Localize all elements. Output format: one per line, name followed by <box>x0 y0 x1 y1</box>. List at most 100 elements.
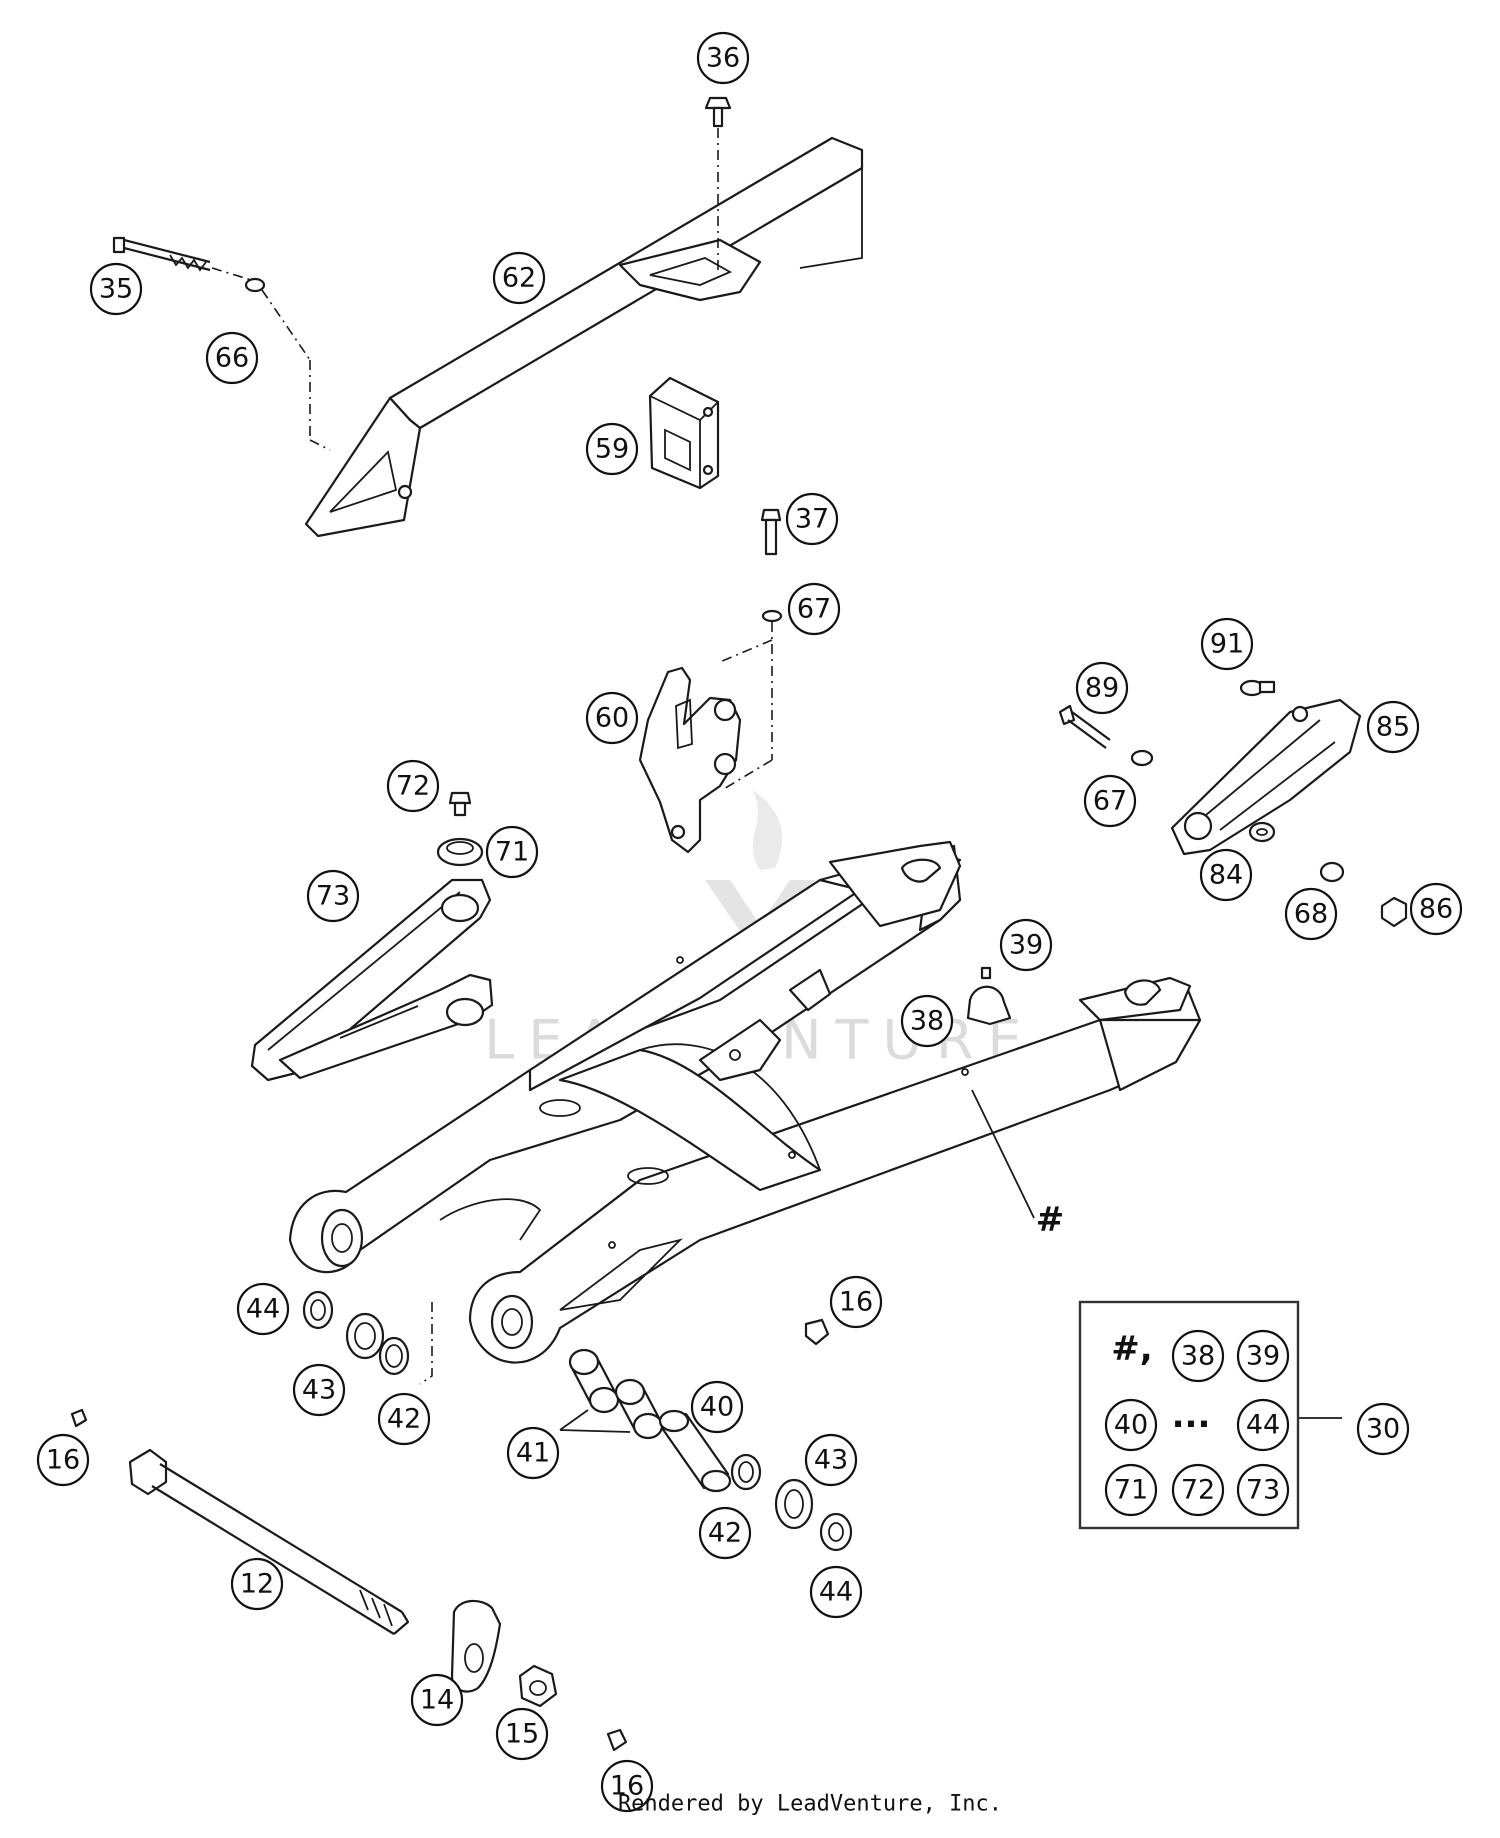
callout-circle <box>804 1433 858 1487</box>
callout-circle <box>230 1557 284 1611</box>
callout-label: 72 <box>1181 1475 1215 1506</box>
callout-c-14: 14 <box>410 1673 464 1727</box>
callout-c-16a: 16 <box>829 1275 883 1329</box>
callout-c-67b: 67 <box>1083 774 1137 828</box>
callout-c-59: 59 <box>585 422 639 476</box>
callout-c-38: 38 <box>900 994 954 1048</box>
kit-ellipsis: ... <box>1172 1396 1211 1436</box>
callout-label: 39 <box>1009 930 1043 961</box>
callout-label: 89 <box>1085 673 1119 704</box>
callout-label: 67 <box>1093 786 1127 817</box>
bolt-72 <box>448 791 472 817</box>
callout-c-42b: 42 <box>698 1506 752 1560</box>
callout-circle <box>698 1506 752 1560</box>
bolt-89 <box>1058 704 1111 749</box>
callout-circle <box>410 1673 464 1727</box>
pivot-bolt-12 <box>128 1448 410 1635</box>
callout-c-85: 85 <box>1366 700 1420 754</box>
needle-bearing-41-lower <box>614 1378 664 1440</box>
callout-circle <box>585 422 639 476</box>
needle-bearing-41-upper <box>568 1348 620 1414</box>
callout-label: 60 <box>595 703 629 734</box>
callout-circle <box>900 994 954 1048</box>
callout-label: 66 <box>215 343 249 374</box>
cap-16a <box>804 1318 830 1346</box>
callout-circle <box>506 1426 560 1480</box>
callout-circle <box>1409 882 1463 936</box>
callout-c-36: 36 <box>696 31 750 85</box>
callout-label: 91 <box>1210 629 1244 660</box>
callout-circle <box>386 759 440 813</box>
callout-label: 42 <box>708 1518 742 1549</box>
callout-k-39: 39 <box>1236 1329 1290 1383</box>
callout-label: 16 <box>46 1445 80 1476</box>
alignment-line-left <box>419 1302 433 1385</box>
callout-label: 38 <box>1181 1341 1215 1372</box>
callout-circle <box>1236 1329 1290 1383</box>
callout-c-44b: 44 <box>809 1565 863 1619</box>
callout-label: 42 <box>387 1404 421 1435</box>
callout-label: 84 <box>1209 860 1243 891</box>
chain-adjuster-14 <box>450 1599 502 1693</box>
callout-c-43a: 43 <box>292 1363 346 1417</box>
bearing-43b <box>774 1478 814 1530</box>
swingarm-marker: # <box>1036 1200 1065 1240</box>
callout-label: 41 <box>516 1438 550 1469</box>
callout-c-68: 68 <box>1284 887 1338 941</box>
callout-label: 37 <box>795 504 829 535</box>
cap-71 <box>436 837 484 867</box>
callout-label: 44 <box>819 1577 853 1608</box>
washer-67b <box>1130 749 1154 767</box>
callout-c-15: 15 <box>495 1707 549 1761</box>
bolt-36 <box>704 96 732 270</box>
callout-circle <box>292 1363 346 1417</box>
swing-arm <box>288 840 1202 1364</box>
bearing-seal-44a <box>302 1290 334 1330</box>
callout-c-12: 12 <box>230 1557 284 1611</box>
screw-39 <box>980 966 992 980</box>
callout-label: 14 <box>420 1685 454 1716</box>
washer-42b <box>730 1453 762 1491</box>
callout-c-71: 71 <box>485 825 539 879</box>
nut-15 <box>518 1664 558 1708</box>
callout-circle <box>690 1380 744 1434</box>
callout-circle <box>1104 1398 1158 1452</box>
callout-circle <box>1236 1398 1290 1452</box>
callout-label: 85 <box>1376 712 1410 743</box>
callout-circle <box>1171 1329 1225 1383</box>
callout-circle <box>585 691 639 745</box>
callout-circle <box>306 869 360 923</box>
callout-k-40: 40 <box>1104 1398 1158 1452</box>
callout-label: 39 <box>1246 1341 1280 1372</box>
callout-c-35: 35 <box>89 262 143 316</box>
callout-circle <box>1236 1463 1290 1517</box>
callout-label: 68 <box>1294 899 1328 930</box>
chain-guide-bracket-60 <box>638 666 742 854</box>
callout-circle <box>600 1759 654 1813</box>
bolt-37 <box>760 508 782 556</box>
callout-circle <box>492 251 546 305</box>
cap-16c <box>606 1728 628 1752</box>
callout-circle <box>485 825 539 879</box>
callout-label: 40 <box>1114 1410 1148 1441</box>
callout-k-44: 44 <box>1236 1398 1290 1452</box>
callout-label: 30 <box>1366 1414 1400 1445</box>
callout-c-16c: 16 <box>600 1759 654 1813</box>
callout-label: 71 <box>1114 1475 1148 1506</box>
kit-hash: #, <box>1111 1329 1152 1369</box>
callout-c-84: 84 <box>1199 848 1253 902</box>
callout-c-66: 66 <box>205 331 259 385</box>
chain-cover-62 <box>304 136 864 538</box>
washer-68 <box>1319 861 1345 883</box>
bolt-35 <box>112 236 259 283</box>
callout-label: 40 <box>700 1392 734 1423</box>
washer-66 <box>244 277 331 451</box>
washer-67a <box>719 609 783 791</box>
callout-c-67a: 67 <box>787 582 841 636</box>
callout-c-72: 72 <box>386 759 440 813</box>
callout-circle <box>89 262 143 316</box>
bearing-seal-44b <box>819 1512 853 1552</box>
callout-circle <box>829 1275 883 1329</box>
callout-label: 36 <box>706 43 740 74</box>
